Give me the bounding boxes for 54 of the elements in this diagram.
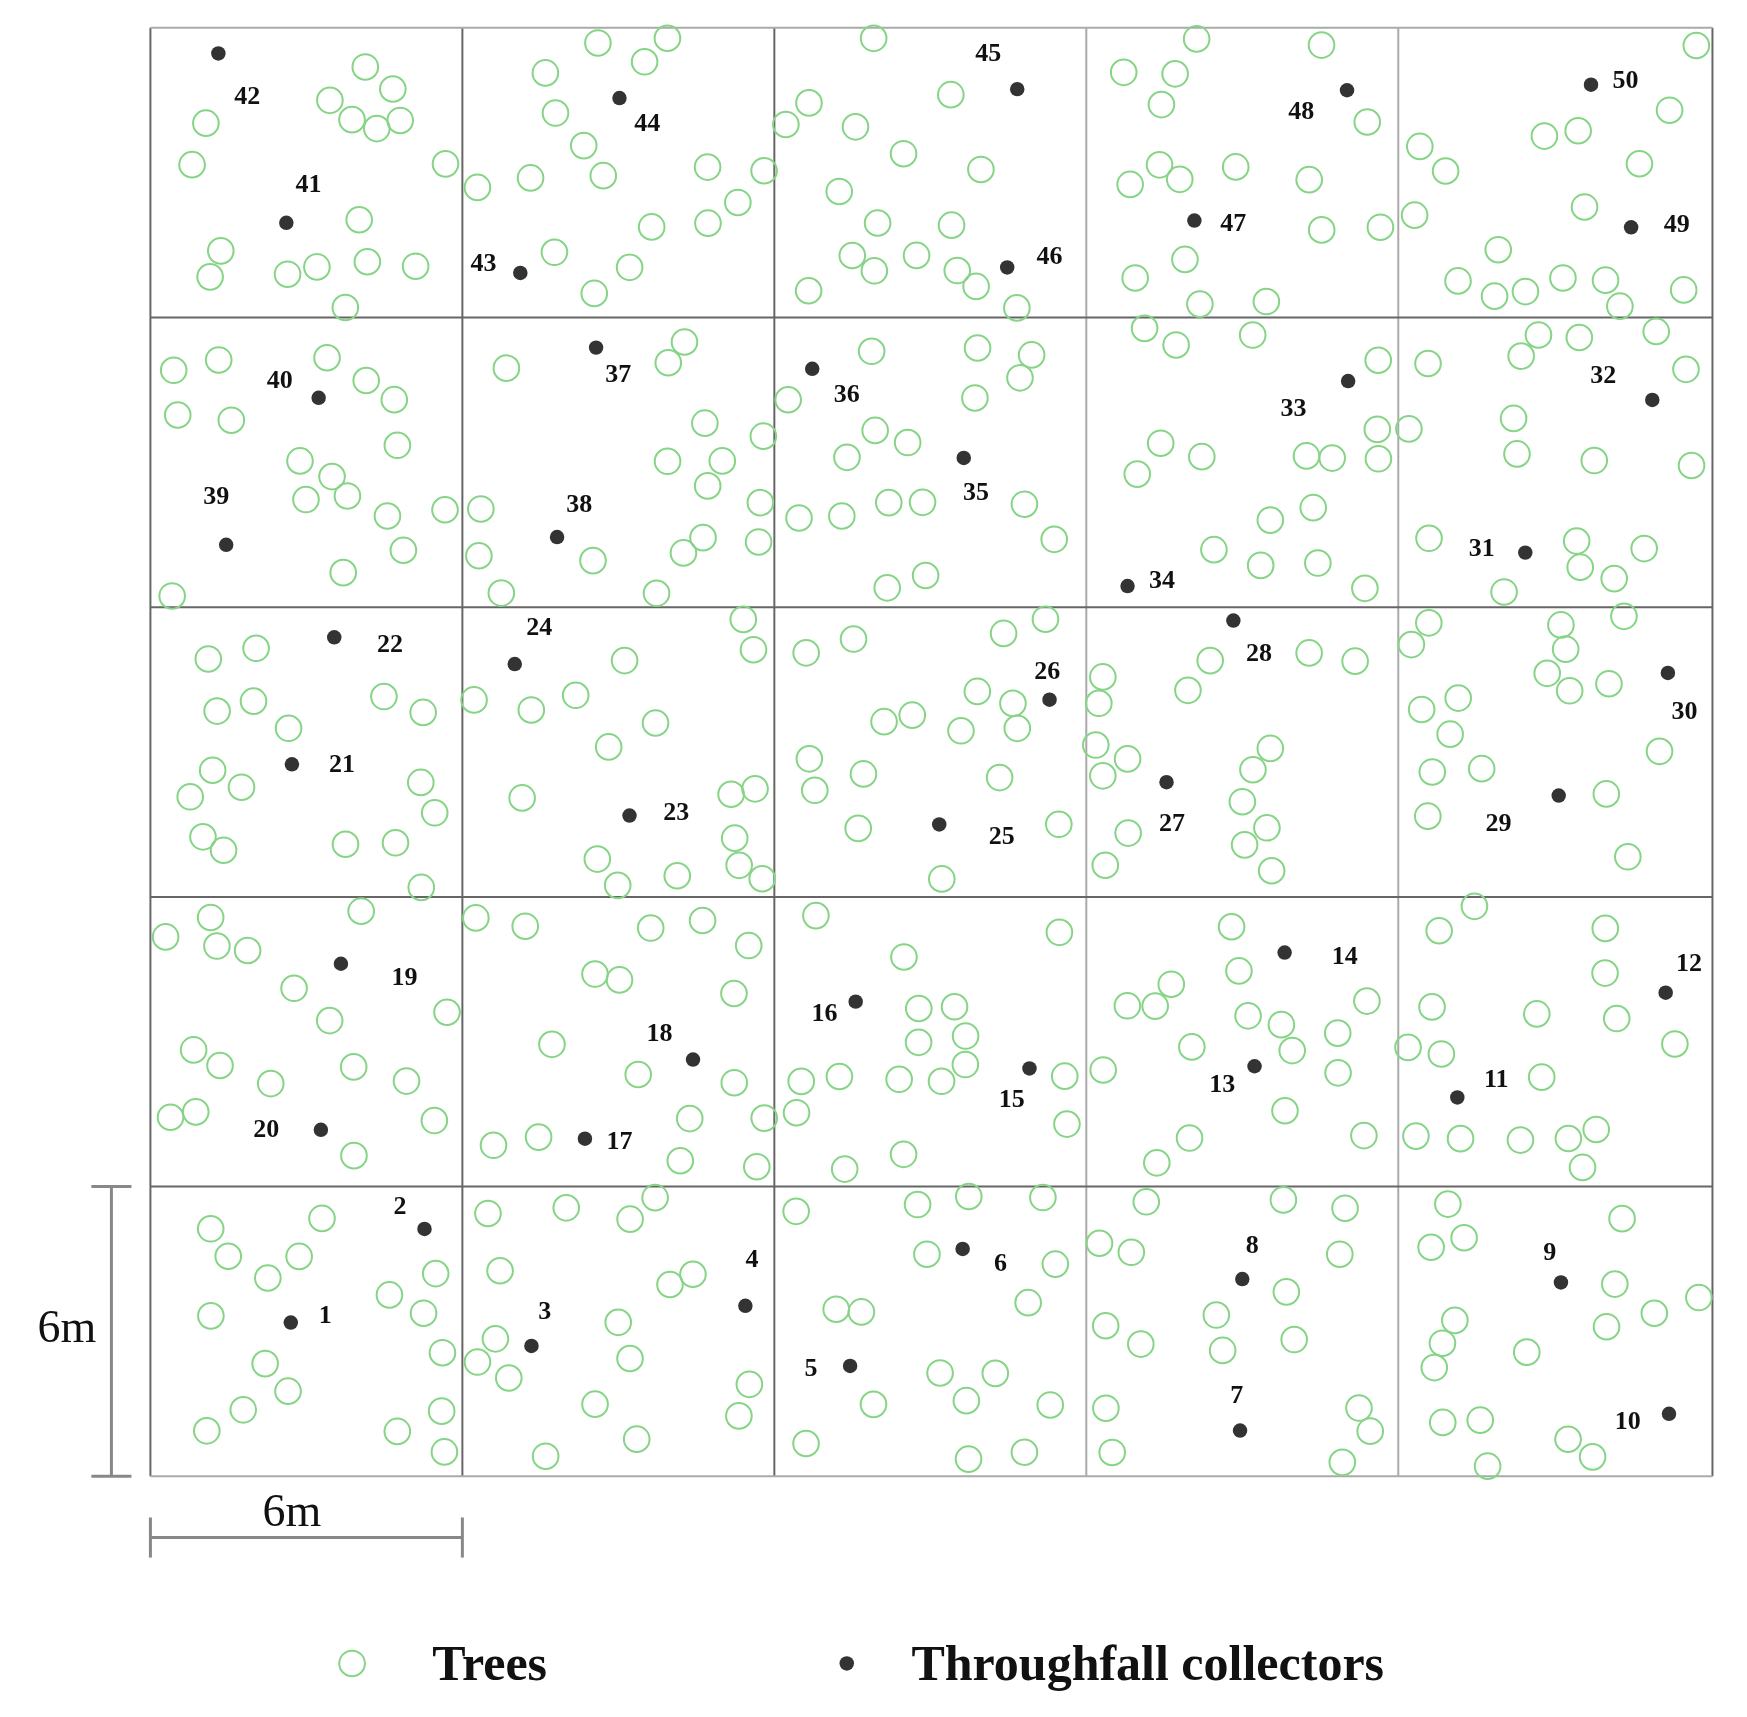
- dimension-label: 6m: [262, 1483, 322, 1537]
- collector-number: 50: [1612, 65, 1639, 96]
- collector-number: 15: [998, 1083, 1025, 1114]
- collector-number: 33: [1280, 392, 1307, 423]
- collector-number: 49: [1663, 208, 1690, 239]
- collector-number: 17: [606, 1125, 633, 1156]
- collector-number: 35: [963, 477, 989, 508]
- collector-number: 26: [1034, 655, 1061, 686]
- collector-number: 41: [295, 168, 322, 199]
- collector-number: 36: [833, 379, 860, 410]
- collector-number: 44: [634, 107, 661, 138]
- collector-number: 40: [266, 364, 293, 395]
- collector-number: 5: [804, 1353, 818, 1384]
- collector-number: 22: [376, 628, 403, 659]
- collector-number: 34: [1149, 565, 1176, 596]
- collector-number: 30: [1671, 695, 1698, 726]
- collector-number: 37: [605, 359, 632, 390]
- collector-number: 14: [1331, 940, 1358, 971]
- legend-label: Throughfall collectors: [911, 1634, 1385, 1693]
- collector-number: 8: [1245, 1229, 1259, 1260]
- collector-number: 39: [203, 480, 230, 511]
- collector-number: 1: [318, 1299, 332, 1330]
- collector-number: 43: [470, 247, 497, 278]
- collector-number: 9: [1543, 1237, 1557, 1268]
- collector-number: 45: [975, 38, 1002, 69]
- collector-number: 47: [1220, 207, 1247, 238]
- collector-number: 19: [391, 962, 418, 993]
- collector-number: 23: [663, 797, 690, 828]
- collector-number: 46: [1036, 241, 1063, 272]
- collector-number: 25: [988, 820, 1015, 851]
- collector-number: 11: [1484, 1063, 1509, 1094]
- dimension-label: 6m: [37, 1299, 97, 1353]
- collector-number: 4: [745, 1244, 759, 1274]
- collector-number: 2: [393, 1190, 407, 1221]
- collector-number: 12: [1676, 947, 1703, 978]
- collector-number: 28: [1246, 637, 1272, 668]
- collector-number: 38: [566, 488, 593, 519]
- collector-number: 18: [646, 1017, 673, 1048]
- collector-number: 24: [526, 612, 553, 643]
- collector-number: 6: [994, 1248, 1007, 1279]
- collector-number: 13: [1209, 1069, 1236, 1100]
- collector-number: 27: [1159, 808, 1186, 839]
- collector-number: 16: [811, 997, 838, 1028]
- collector-number: 48: [1288, 96, 1315, 127]
- collector-number: 42: [234, 80, 261, 111]
- collector-number: 32: [1590, 360, 1617, 391]
- collector-number: 31: [1468, 533, 1495, 564]
- collector-number: 7: [1230, 1379, 1244, 1410]
- collector-number: 3: [538, 1296, 552, 1327]
- legend-label: Trees: [432, 1634, 548, 1693]
- collector-number: 29: [1485, 808, 1512, 839]
- collector-number: 21: [329, 749, 356, 780]
- collector-number: 20: [253, 1113, 280, 1144]
- collector-number: 10: [1614, 1405, 1641, 1436]
